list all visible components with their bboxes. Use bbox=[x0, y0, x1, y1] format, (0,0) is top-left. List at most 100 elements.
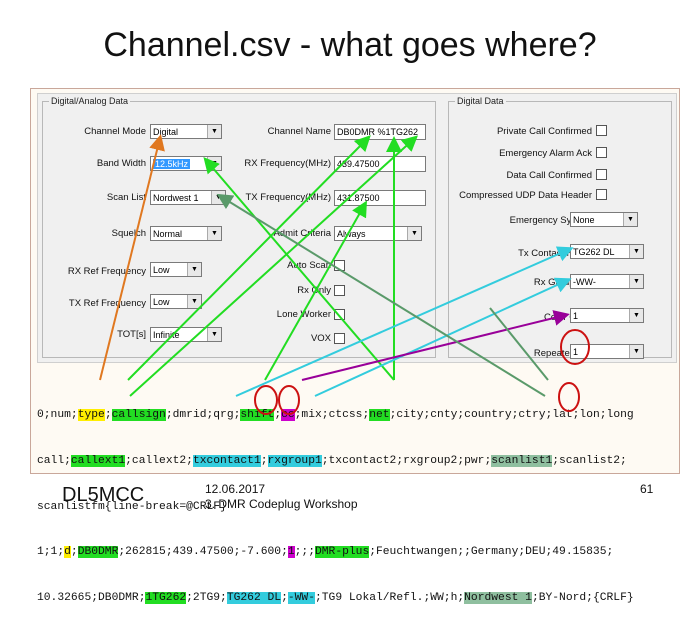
csv-token: 0;num; bbox=[37, 409, 78, 422]
rx-ref-select[interactable]: Low▼ bbox=[150, 262, 202, 277]
admit-criteria-select[interactable]: Always▼ bbox=[334, 226, 422, 241]
tx-ref-label: TX Ref Frequency bbox=[68, 298, 146, 309]
circle-csv-ctcss-mix bbox=[254, 385, 278, 415]
chevron-down-icon[interactable]: ▼ bbox=[629, 245, 643, 258]
csv-token: ;city;cnty;country; bbox=[389, 409, 519, 422]
csv-token: ;mix; bbox=[294, 409, 329, 422]
csv-value-callsign: DB0DMR bbox=[77, 546, 119, 559]
csv-value-rxgroup1: -WW- bbox=[287, 591, 315, 604]
tx-frequency-label: TX Frequency(MHz) bbox=[245, 192, 331, 203]
csv-token-ctry: ctry bbox=[518, 409, 546, 422]
private-call-checkbox[interactable] bbox=[596, 125, 607, 136]
tx-contact-select[interactable]: TG262 DL▼ bbox=[570, 244, 644, 259]
csv-line-5: 10.32665;DB0DMR;1TG262;2TG9;TG262 DL;-WW… bbox=[37, 591, 673, 606]
csv-token-scanlist1: scanlist1 bbox=[491, 455, 553, 468]
csv-token: ;;; bbox=[294, 546, 315, 559]
emergency-system-value: None bbox=[573, 215, 595, 225]
circle-csv-scanlist bbox=[558, 382, 580, 412]
author-label: DL5MCC bbox=[62, 484, 145, 506]
data-call-checkbox[interactable] bbox=[596, 169, 607, 180]
csv-token: ; bbox=[260, 455, 268, 468]
private-call-label: Private Call Confirmed bbox=[496, 126, 592, 137]
csv-value-cc: 1 bbox=[287, 546, 295, 559]
emergency-system-label: Emergency System bbox=[509, 215, 592, 226]
channel-mode-value: Digital bbox=[153, 127, 179, 137]
arrow-rxgroup1-rx-group bbox=[314, 277, 572, 397]
squelch-select[interactable]: Normal▼ bbox=[150, 226, 222, 241]
rx-group-value: -WW- bbox=[573, 277, 596, 287]
emergency-ack-label: Emergency Alarm Ack bbox=[499, 148, 592, 159]
csv-token: ; bbox=[274, 409, 282, 422]
circle-repeater-slot bbox=[560, 329, 590, 365]
chevron-down-icon[interactable]: ▼ bbox=[207, 125, 221, 138]
arrow-txcontact1-tx-contact bbox=[235, 246, 574, 397]
page-number: 61 bbox=[640, 482, 654, 496]
rx-only-checkbox[interactable] bbox=[334, 285, 345, 296]
rx-group-select[interactable]: -WW- ▼ bbox=[570, 274, 644, 289]
arrow-shift-tx-frequency bbox=[264, 200, 367, 381]
tx-ref-select[interactable]: Low▼ bbox=[150, 294, 202, 309]
auto-scan-label: Auto Scan bbox=[287, 260, 331, 271]
arrow-cc-color-code bbox=[301, 310, 570, 381]
chevron-down-icon[interactable]: ▼ bbox=[207, 328, 221, 341]
rx-ref-label: RX Ref Frequency bbox=[67, 266, 146, 277]
arrow-callsign-channel-name bbox=[127, 135, 371, 381]
rx-frequency-field[interactable]: 439.47500 bbox=[334, 156, 426, 172]
chevron-down-icon[interactable]: ▼ bbox=[629, 345, 643, 358]
chevron-down-icon[interactable]: ▼ bbox=[629, 309, 643, 322]
csv-token-callext1: callext1 bbox=[70, 455, 126, 468]
csv-token-callsign: callsign bbox=[111, 409, 166, 422]
slide-title: Channel.csv - what goes where? bbox=[103, 26, 597, 64]
digital-analog-group: Digital/Analog Data bbox=[42, 96, 436, 358]
csv-line-3: scanlistfm{line-break=@CRLF} bbox=[37, 500, 227, 513]
chevron-down-icon[interactable]: ▼ bbox=[407, 227, 421, 240]
csv-value-txcontact1: TG262 DL bbox=[226, 591, 282, 604]
digital-analog-legend: Digital/Analog Data bbox=[51, 96, 129, 106]
csv-value-type: d bbox=[64, 546, 71, 559]
footer-date: 12.06.2017 bbox=[205, 482, 266, 496]
chevron-down-icon[interactable]: ▼ bbox=[207, 227, 221, 240]
arrow-type-channel-mode bbox=[99, 134, 165, 381]
csv-token: ;txcontact2;rxgroup2;pwr; bbox=[321, 455, 492, 468]
csv-token-txcontact1: txcontact1 bbox=[192, 455, 261, 468]
chevron-down-icon[interactable]: ▼ bbox=[629, 275, 643, 288]
scan-list-label: Scan List bbox=[106, 192, 146, 203]
emergency-system-select[interactable]: None ▼ bbox=[570, 212, 638, 227]
csv-token: ;BY-Nord;{CRLF} bbox=[531, 591, 634, 604]
csv-token: ; bbox=[281, 591, 288, 604]
annotation-arrows bbox=[99, 134, 590, 415]
chevron-down-icon[interactable]: ▼ bbox=[187, 263, 201, 276]
emergency-ack-checkbox[interactable] bbox=[596, 147, 607, 158]
arrow-scanlist1-scan-list bbox=[216, 193, 546, 397]
chevron-down-icon[interactable]: ▼ bbox=[623, 213, 637, 226]
color-code-select[interactable]: 1▼ bbox=[570, 308, 644, 323]
lone-worker-checkbox[interactable] bbox=[334, 309, 345, 320]
band-width-value: 12.5kHz bbox=[153, 159, 191, 169]
compressed-udp-checkbox[interactable] bbox=[596, 189, 607, 200]
csv-token: ;lat;lon;long bbox=[545, 409, 634, 422]
csv-value-scanlist1: Nordwest 1 bbox=[464, 591, 532, 604]
csv-token: call; bbox=[37, 455, 71, 468]
digital-data-legend: Digital Data bbox=[457, 96, 504, 106]
tx-contact-label: Tx Contact Name bbox=[518, 248, 592, 259]
channel-mode-label: Channel Mode bbox=[84, 126, 146, 137]
chevron-down-icon[interactable]: ▼ bbox=[187, 295, 201, 308]
csv-token: 10.32665;DB0DMR; bbox=[37, 591, 146, 604]
csv-token: 1;1; bbox=[37, 546, 65, 559]
tot-label: TOT[s] bbox=[117, 329, 146, 340]
admit-criteria-label: Admit Criteria bbox=[273, 228, 331, 239]
csv-token-ctcss: ctcss bbox=[328, 409, 363, 422]
csv-token: ;2TG9; bbox=[186, 591, 227, 604]
scan-list-value: Nordwest 1 bbox=[153, 193, 199, 203]
channel-mode-select[interactable]: Digital ▼ bbox=[150, 124, 222, 139]
csv-token: ;scanlist2; bbox=[552, 455, 627, 468]
csv-token: ; bbox=[70, 546, 78, 559]
arrow-callext1-channel-name bbox=[129, 135, 418, 397]
compressed-udp-label: Compressed UDP Data Header bbox=[459, 190, 592, 201]
csv-line-2: call;callext1;callext2;txcontact1;rxgrou… bbox=[37, 454, 673, 469]
csv-value-callext1: 1TG262 bbox=[145, 591, 187, 604]
footer-info: 12.06.2017 3. DMR Codeplug Workshop bbox=[205, 482, 358, 512]
csv-token: ;dmrid;qrg; bbox=[165, 409, 241, 422]
vox-checkbox[interactable] bbox=[334, 333, 345, 344]
data-call-label: Data Call Confirmed bbox=[506, 170, 592, 181]
